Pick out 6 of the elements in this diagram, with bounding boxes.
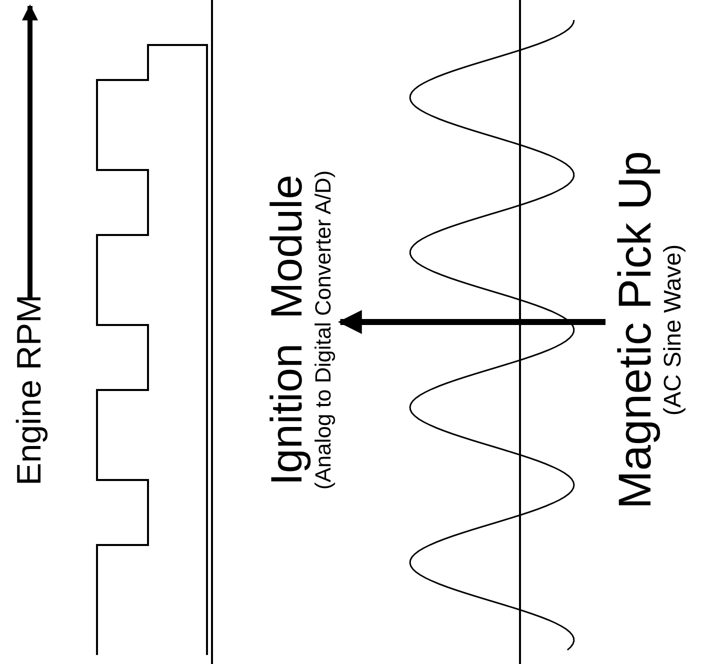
block-subtitle: (Analog to Digital Converter A/D) [312,170,336,490]
block-title: Ignition Module [264,174,312,488]
axis-label: Engine RPM [10,294,50,486]
block-subtitle: (AC Sine Wave) [660,243,686,416]
arrow [338,310,606,334]
block-title: Magnetic Pick Up [610,151,660,509]
